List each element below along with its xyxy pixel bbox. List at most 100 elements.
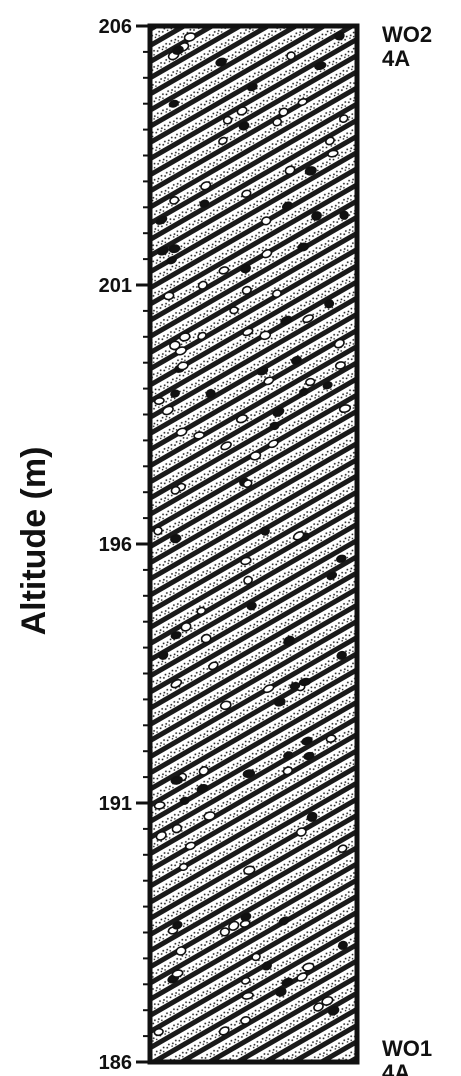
clast-symbol bbox=[291, 355, 302, 365]
clast-symbol bbox=[273, 697, 286, 707]
clast-symbol bbox=[335, 554, 347, 563]
clast-symbol bbox=[169, 340, 181, 351]
clast-symbol bbox=[196, 784, 209, 794]
clast-symbol bbox=[197, 331, 207, 341]
clast-symbol bbox=[236, 106, 248, 116]
clast-symbol bbox=[215, 57, 227, 67]
clast-symbol bbox=[282, 201, 293, 211]
clast-symbol bbox=[180, 622, 192, 632]
clast-symbol bbox=[171, 969, 184, 978]
clast-symbol bbox=[179, 796, 190, 805]
clast-symbol bbox=[208, 661, 219, 671]
clast-symbol bbox=[302, 962, 315, 972]
clast-symbol bbox=[241, 189, 252, 198]
clast-symbol bbox=[218, 136, 228, 146]
clast-symbol bbox=[158, 650, 169, 660]
clast-symbol bbox=[281, 977, 293, 987]
clast-symbol bbox=[272, 407, 285, 417]
clast-symbol bbox=[338, 404, 352, 414]
clast-symbol bbox=[261, 249, 273, 259]
clast-symbol bbox=[243, 575, 253, 585]
clast-symbol bbox=[153, 526, 163, 536]
clast-symbol bbox=[337, 940, 348, 950]
clast-symbol bbox=[174, 346, 187, 356]
clast-symbol bbox=[240, 556, 252, 566]
clast-symbol bbox=[240, 976, 251, 985]
clast-symbol bbox=[183, 32, 197, 42]
clast-symbol bbox=[168, 244, 181, 254]
clast-symbol bbox=[289, 682, 301, 690]
clast-symbol bbox=[219, 927, 231, 937]
clast-symbol bbox=[170, 534, 182, 544]
clast-symbol bbox=[261, 961, 272, 971]
clast-symbol bbox=[241, 285, 252, 295]
clast-symbol bbox=[311, 211, 322, 221]
clast-symbol bbox=[161, 405, 174, 416]
clast-symbol bbox=[219, 700, 232, 711]
clast-symbol bbox=[168, 99, 179, 108]
clast-symbol bbox=[172, 921, 183, 930]
clast-symbol bbox=[240, 912, 252, 922]
y-tick-label: 186 bbox=[99, 1052, 132, 1074]
clast-symbol bbox=[278, 107, 289, 117]
clast-symbol bbox=[240, 1016, 251, 1025]
clast-symbol bbox=[153, 801, 166, 810]
clast-symbol bbox=[238, 121, 250, 131]
clast-symbol bbox=[199, 199, 210, 208]
clast-symbol bbox=[282, 766, 293, 776]
clast-symbol bbox=[322, 381, 333, 390]
clast-symbol bbox=[292, 531, 305, 541]
sample-code-label: 4A bbox=[382, 46, 410, 71]
clast-symbol bbox=[170, 485, 181, 495]
sample-code-label: 4A bbox=[382, 1060, 410, 1076]
clast-symbol bbox=[321, 996, 334, 1006]
clast-symbol bbox=[269, 421, 280, 431]
clast-symbol bbox=[305, 377, 316, 387]
sample-id-label: WO1 bbox=[382, 1036, 432, 1061]
clast-symbol bbox=[200, 633, 212, 644]
clast-symbol bbox=[260, 526, 270, 536]
clast-symbol bbox=[246, 601, 257, 611]
clast-symbol bbox=[243, 865, 256, 875]
y-tick-label: 196 bbox=[99, 534, 132, 556]
clast-symbol bbox=[203, 811, 216, 821]
clast-symbol bbox=[267, 439, 279, 449]
clast-symbol bbox=[336, 650, 347, 660]
clast-symbol bbox=[263, 376, 275, 386]
clast-symbol bbox=[240, 263, 252, 274]
clast-symbol bbox=[314, 61, 327, 71]
clast-symbol bbox=[166, 256, 177, 265]
clast-symbol bbox=[325, 734, 337, 743]
clast-symbol bbox=[286, 51, 296, 61]
sediment-column bbox=[147, 23, 360, 1065]
clast-symbol bbox=[271, 289, 282, 299]
clast-symbol bbox=[241, 991, 254, 1000]
clast-symbol bbox=[178, 332, 191, 342]
y-tick-label: 206 bbox=[99, 16, 132, 38]
clast-symbol bbox=[184, 841, 197, 851]
clast-symbol bbox=[251, 952, 261, 962]
clast-symbol bbox=[327, 149, 339, 158]
clast-symbol bbox=[297, 97, 308, 107]
y-tick-label: 191 bbox=[99, 793, 132, 815]
clast-markers bbox=[153, 31, 352, 1037]
clast-symbol bbox=[218, 1026, 230, 1036]
clast-symbol bbox=[296, 972, 308, 982]
clast-symbol bbox=[242, 327, 254, 337]
clast-symbol bbox=[242, 769, 256, 778]
sample-id-label: WO2 bbox=[382, 22, 432, 47]
clast-symbol bbox=[196, 606, 207, 616]
clast-symbol bbox=[178, 862, 189, 872]
clast-symbol bbox=[229, 306, 239, 315]
clast-symbol bbox=[170, 631, 182, 640]
clast-symbol bbox=[155, 215, 168, 225]
clast-symbol bbox=[306, 811, 318, 822]
clast-symbol bbox=[313, 1002, 324, 1012]
clast-symbol bbox=[200, 181, 212, 191]
clast-symbol bbox=[176, 361, 189, 371]
clast-symbol bbox=[256, 366, 269, 376]
clast-symbol bbox=[153, 397, 165, 405]
lithology-hatch bbox=[150, 26, 357, 1062]
